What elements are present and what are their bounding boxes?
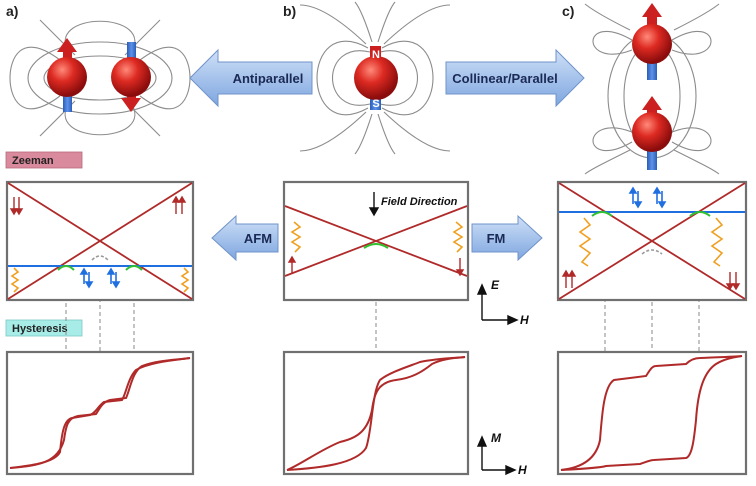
afm-label: AFM — [244, 231, 272, 246]
hysteresis-afm-box — [5, 350, 195, 476]
zeeman-tag: Zeeman — [5, 151, 83, 169]
magnetization-axis-label: M — [491, 431, 502, 445]
hysteresis-tag: Hysteresis — [5, 319, 83, 337]
zeeman-label: Zeeman — [12, 155, 54, 167]
arrow-afm: AFM — [211, 214, 279, 262]
fm-label: FM — [487, 231, 506, 246]
field-direction-label: Field Direction — [381, 196, 458, 208]
panel-label-b: b) — [283, 3, 296, 19]
spin-up-left — [47, 38, 87, 112]
hysteresis-label: Hysteresis — [12, 323, 68, 335]
field-lines-single — [299, 1, 451, 155]
axes-e-h: E H — [476, 278, 529, 327]
arrow-antiparallel: Antiparallel — [189, 48, 313, 108]
arrow-fm: FM — [471, 214, 543, 262]
field-axis-label-bottom: H — [518, 463, 527, 477]
zeeman-fm-box — [556, 180, 748, 302]
spin-down-right — [111, 42, 151, 112]
axes-m-h: M H — [476, 431, 527, 477]
panel-label-a: a) — [6, 3, 18, 19]
arrow-collinear: Collinear/Parallel — [445, 48, 585, 108]
south-pole-label: S — [372, 98, 379, 110]
hysteresis-fm-box — [556, 350, 748, 476]
north-pole-label: N — [372, 49, 380, 61]
panel-label-c: c) — [562, 3, 574, 19]
spin-up-top — [632, 3, 672, 80]
collinear-label: Collinear/Parallel — [452, 71, 558, 86]
spin-single: N S — [354, 46, 398, 110]
antiparallel-label: Antiparallel — [233, 71, 304, 86]
zeeman-afm-box — [5, 180, 195, 302]
field-axis-label-top: H — [520, 313, 529, 327]
field-lines-antiparallel — [9, 19, 191, 137]
zeeman-single-box: Field Direction — [282, 180, 470, 302]
field-lines-parallel — [584, 3, 720, 175]
hysteresis-single-box — [282, 350, 470, 476]
spin-up-bottom — [632, 96, 672, 170]
energy-axis-label: E — [491, 278, 500, 292]
